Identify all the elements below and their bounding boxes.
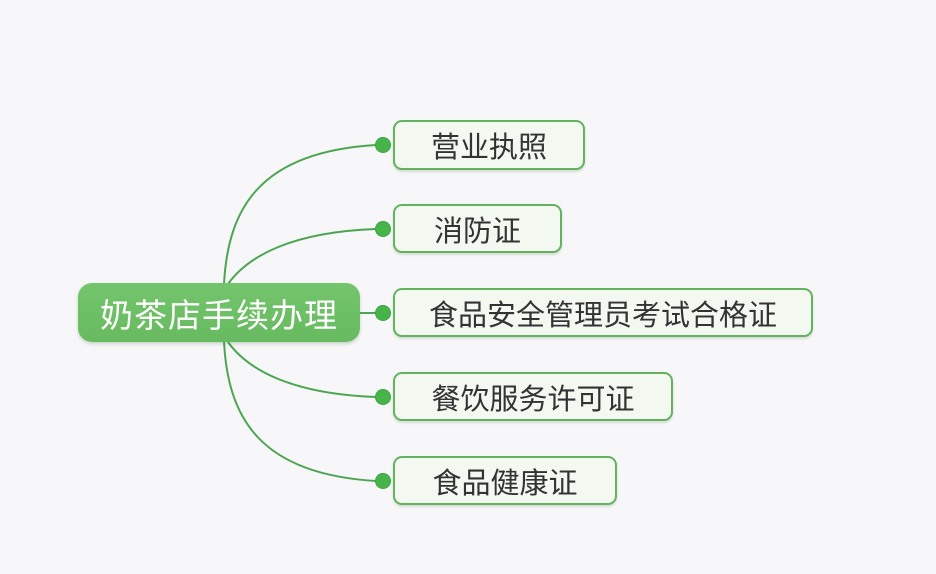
connector-dot <box>375 137 391 153</box>
branch-node-food-health-certificate[interactable]: 食品健康证 <box>393 456 617 505</box>
edge-curve-food-health <box>223 341 377 482</box>
connector-dot <box>375 389 391 405</box>
edge-curve-fire-certificate <box>227 228 377 285</box>
branch-node-business-license[interactable]: 营业执照 <box>393 120 585 170</box>
edge-curve-business-license <box>223 144 377 285</box>
connector-dot <box>375 473 391 489</box>
branch-node-fire-certificate[interactable]: 消防证 <box>393 204 562 253</box>
branch-node-food-safety-manager-exam-certificate[interactable]: 食品安全管理员考试合格证 <box>393 288 813 337</box>
connector-dot <box>375 305 391 321</box>
root-node-milk-tea-shop-procedures[interactable]: 奶茶店手续办理 <box>78 283 360 342</box>
connector-dot <box>375 221 391 237</box>
edge-curve-catering-license <box>227 341 377 398</box>
branch-node-catering-service-license[interactable]: 餐饮服务许可证 <box>393 372 673 421</box>
